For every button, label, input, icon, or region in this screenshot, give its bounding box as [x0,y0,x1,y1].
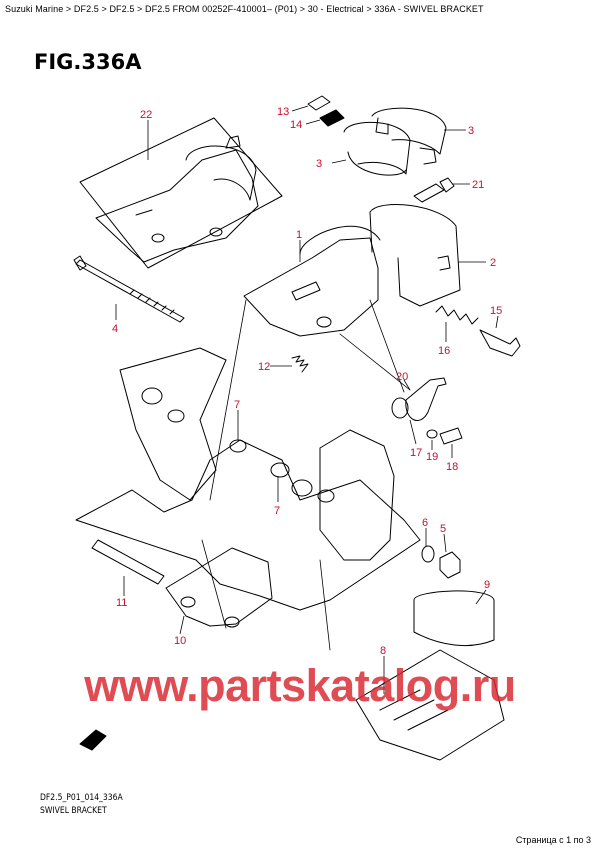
part-3-bushings [343,107,447,176]
callout-8: 8 [380,645,386,657]
callout-13: 13 [277,106,289,118]
part-20-lever [405,377,447,421]
part-11-pin [91,539,165,585]
callout-17: 17 [410,447,422,459]
part-2-clamp [369,203,461,307]
callout-2: 2 [490,257,496,269]
callout-6: 6 [422,517,428,529]
callout-9: 9 [484,579,490,591]
callout-22: 22 [140,109,152,121]
callout-labels: 13 14 3 3 22 21 1 2 4 15 16 12 20 7 7 17… [112,106,502,657]
callout-3-upper: 3 [468,125,474,137]
part-5-nut [439,551,461,579]
part-16-spring [435,305,479,325]
callout-16: 16 [438,345,450,357]
part-17-spring-ring [391,397,409,419]
callout-18: 18 [446,461,458,473]
callout-14: 14 [290,119,302,131]
callout-15: 15 [490,305,502,317]
part-19-washer [426,429,438,439]
part-15-knob [479,329,521,357]
callout-1: 1 [296,229,302,241]
part-13-pad [307,95,331,111]
part-14-pad [319,109,345,127]
part-4-bolt [73,255,185,323]
part-22-frame [79,117,283,269]
callout-10: 10 [174,635,186,647]
figure-name: SWIVEL BRACKET [40,806,107,816]
callout-3-lower: 3 [316,158,322,170]
swivel-bracket-body [75,347,421,611]
site-watermark: www.partskatalog.ru [84,660,516,711]
part-10-bracket [165,547,273,628]
part-18-bolt [439,427,463,445]
fwd-arrow-icon [79,729,107,751]
callout-7-lower: 7 [274,505,280,517]
page-counter: Страница с 1 по 3 [515,835,591,845]
callout-12: 12 [258,361,270,373]
callout-21: 21 [472,179,484,191]
part-21-bolt [413,177,455,203]
callout-7-upper: 7 [234,399,240,411]
callout-4: 4 [112,323,118,335]
part-1-bracket [243,225,381,337]
part-6-washer [421,545,435,563]
part-8-thrust-plate [355,649,505,761]
callout-5: 5 [440,523,446,535]
callout-20: 20 [396,371,408,383]
part-22-clamp-assembly [95,135,259,263]
part-12-clip [291,355,309,373]
callout-19: 19 [426,451,438,463]
figure-title: FIG.336A [34,50,142,74]
part-9-cover [413,590,495,647]
callout-11: 11 [116,597,127,609]
figure-code: DF2.5_P01_014_336A [40,793,123,803]
breadcrumb[interactable]: Suzuki Marine > DF2.5 > DF2.5 > DF2.5 FR… [5,4,484,14]
